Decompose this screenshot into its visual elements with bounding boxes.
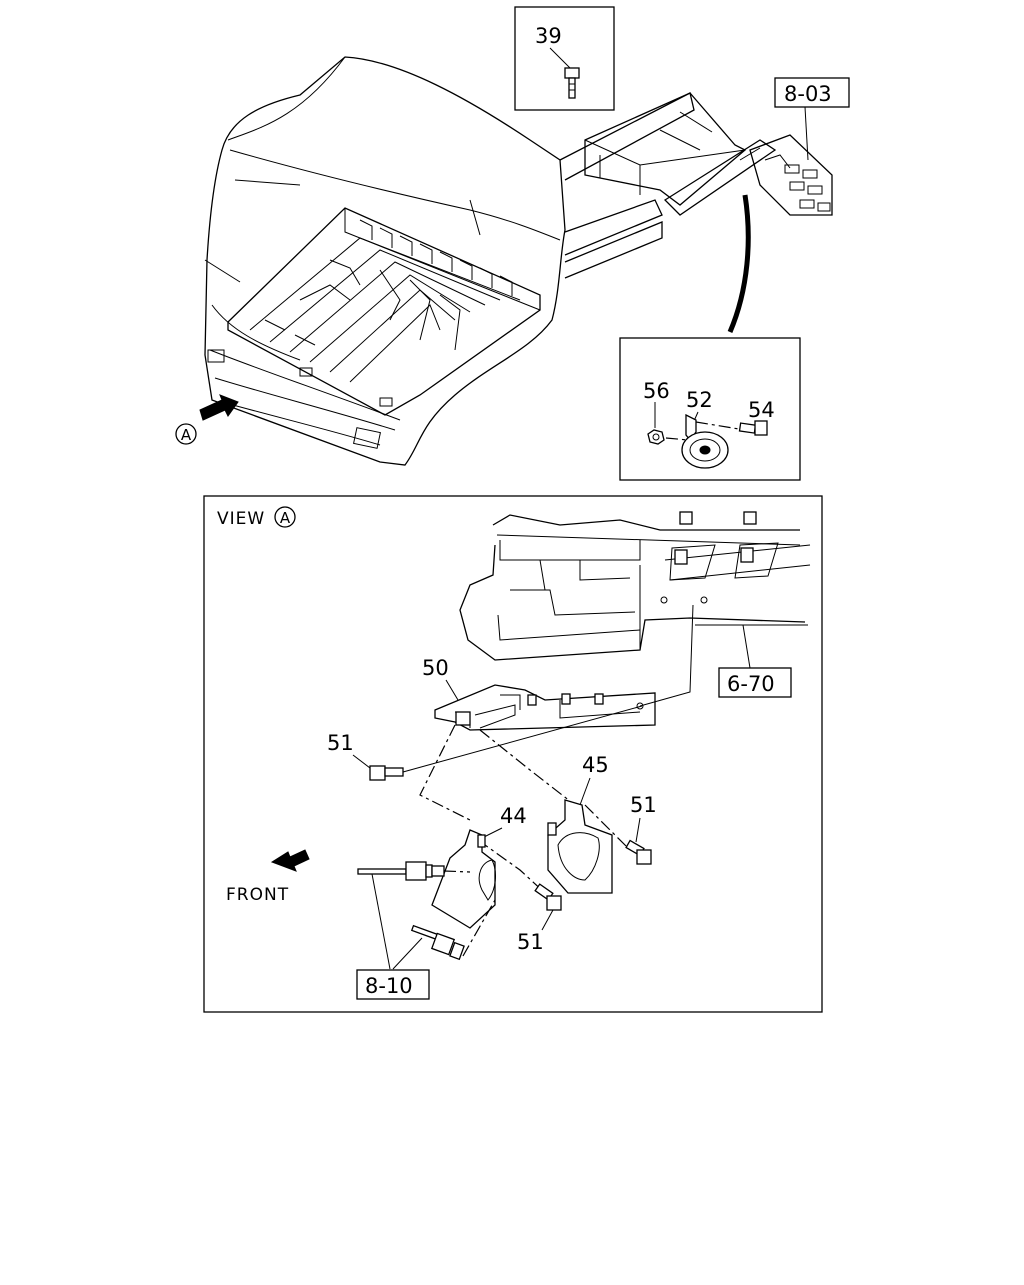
front-arrow: FRONT bbox=[226, 849, 310, 905]
bolt-51-right: 51 bbox=[584, 793, 657, 865]
horn-45: 45 bbox=[479, 729, 613, 894]
callout-51-left: 51 bbox=[327, 731, 354, 755]
arrow-marker-a: A bbox=[181, 426, 192, 444]
front-label: FRONT bbox=[226, 885, 289, 905]
callout-39: 39 bbox=[535, 24, 562, 48]
reference-8-03: 8-03 bbox=[774, 77, 850, 161]
chassis-frame bbox=[559, 92, 833, 333]
inset-horn-assembly: 56 52 54 bbox=[619, 337, 801, 481]
view-label: VIEW bbox=[217, 509, 265, 529]
bolt-icon bbox=[564, 67, 580, 99]
bolt-51-bottom: 51 bbox=[517, 883, 562, 954]
cab-illustration bbox=[204, 56, 566, 466]
view-direction-arrow: A bbox=[175, 394, 239, 445]
nut-icon bbox=[647, 429, 665, 445]
reference-8-10-label: 8-10 bbox=[365, 974, 413, 998]
bracket-50: 50 bbox=[422, 656, 656, 731]
bolt-51-left: 51 bbox=[327, 705, 643, 781]
inset-bolt-39: 39 bbox=[514, 6, 615, 111]
callout-56: 56 bbox=[643, 379, 670, 403]
reference-6-70-label: 6-70 bbox=[727, 672, 775, 696]
horn-52-icon bbox=[681, 413, 729, 469]
callout-50: 50 bbox=[422, 656, 449, 680]
horn-44: 44 bbox=[431, 804, 546, 929]
view-a-panel: VIEW A bbox=[203, 495, 823, 1013]
reference-8-10: 8-10 bbox=[356, 969, 430, 1000]
reference-6-70: 6-70 bbox=[718, 624, 792, 698]
harness-connectors bbox=[357, 861, 496, 970]
callout-52: 52 bbox=[686, 388, 713, 412]
bolt-54-icon bbox=[738, 420, 768, 436]
view-a-frame-structure bbox=[459, 511, 811, 661]
frame-bracket bbox=[749, 134, 833, 216]
reference-8-03-label: 8-03 bbox=[784, 82, 832, 106]
callout-44: 44 bbox=[500, 804, 527, 828]
view-marker-a: A bbox=[280, 509, 291, 527]
callout-45: 45 bbox=[582, 753, 609, 777]
callout-51-bottom: 51 bbox=[517, 930, 544, 954]
callout-51-right: 51 bbox=[630, 793, 657, 817]
callout-54: 54 bbox=[748, 398, 775, 422]
